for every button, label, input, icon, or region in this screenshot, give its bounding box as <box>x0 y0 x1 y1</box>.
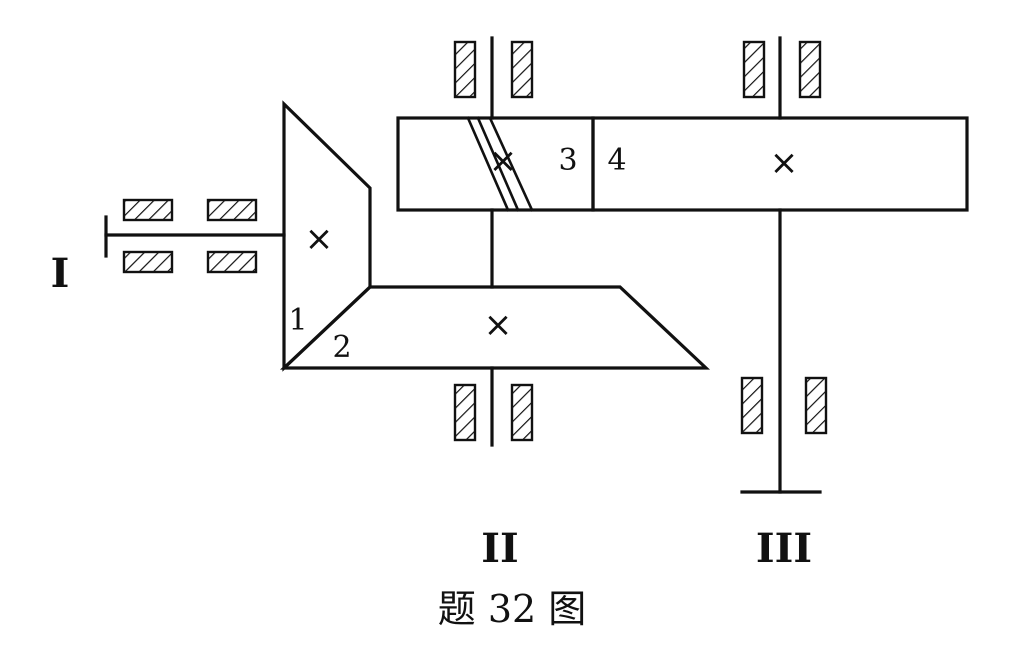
bevel-gear-2 <box>279 285 711 370</box>
figure-caption: 题 32 图 <box>438 587 587 631</box>
shaft-2-bearings <box>453 40 534 442</box>
gear-4-center-mark: × <box>770 143 799 183</box>
gear-1-center-mark: × <box>305 219 334 259</box>
gear-4-label: 4 <box>607 143 626 178</box>
shaft-1-label: I <box>51 250 70 297</box>
shaft-3-label: III <box>756 525 812 572</box>
shaft-3 <box>740 36 822 494</box>
shaft-1-bearings <box>122 198 258 274</box>
gear-3-label: 3 <box>558 143 577 178</box>
gear-3-center-mark: × <box>489 141 518 181</box>
shaft-2-label: II <box>481 525 518 572</box>
gear-2-center-mark: × <box>484 305 513 345</box>
helical-teeth-lines <box>466 116 534 212</box>
gear-2-label: 2 <box>332 330 351 365</box>
shaft-1 <box>104 215 286 258</box>
shaft-3-bearings <box>740 40 828 435</box>
gear-1-label: 1 <box>288 303 307 338</box>
